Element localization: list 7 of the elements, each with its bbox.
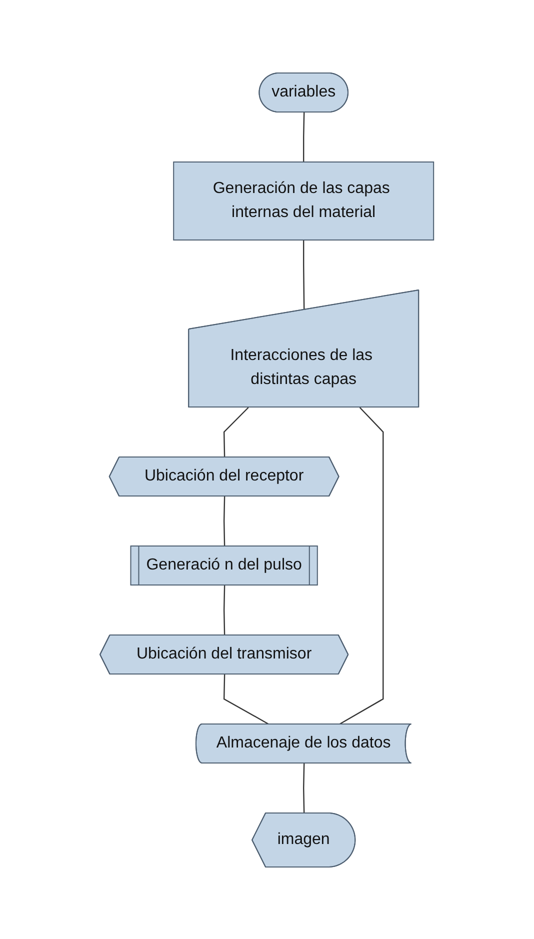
connector xyxy=(224,406,249,458)
connector xyxy=(303,240,305,310)
connector xyxy=(303,762,305,813)
connector xyxy=(303,112,305,162)
connector xyxy=(224,584,226,635)
connector xyxy=(224,496,226,546)
node-box: Generación de las capas internas del material xyxy=(173,161,434,240)
